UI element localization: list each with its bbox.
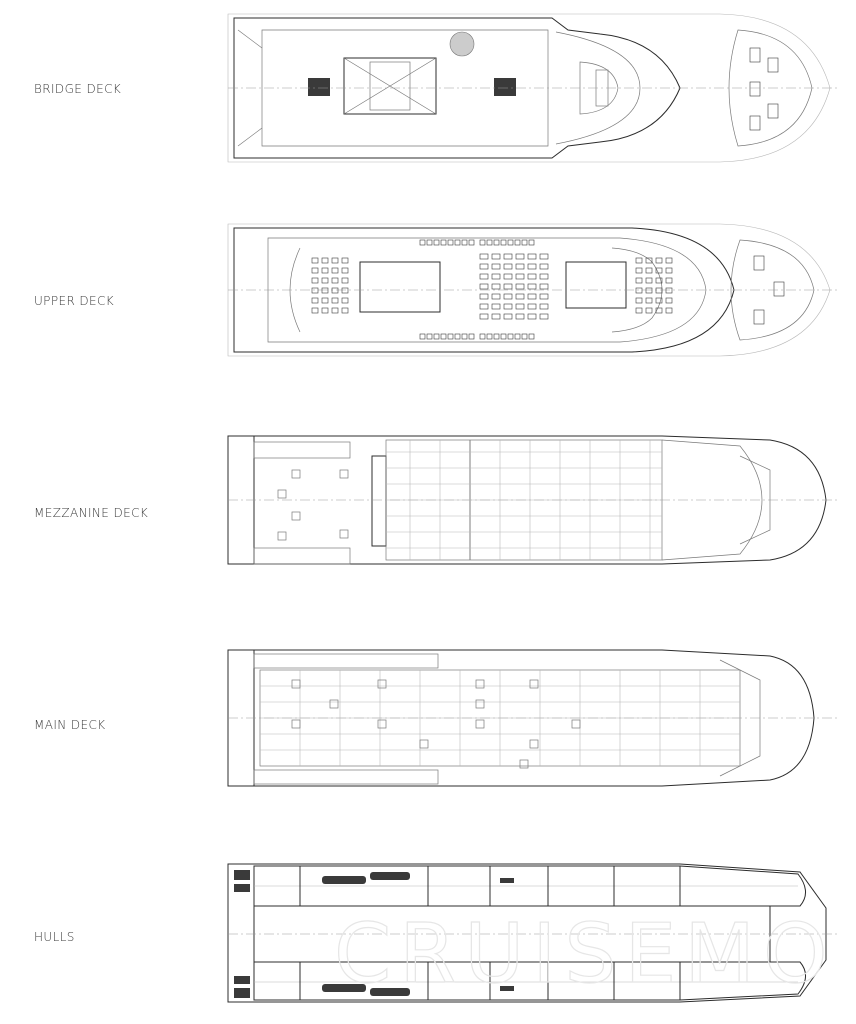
watermark-text: CRUISEMO — [334, 907, 836, 1002]
deck-label-main: MAIN DECK — [34, 718, 106, 732]
bridge-deck-plan — [227, 13, 840, 163]
upper-deck-seats — [311, 239, 673, 340]
hulls-bulkheads — [299, 866, 681, 1000]
engines — [234, 870, 514, 998]
upper-deck-plan — [227, 223, 840, 357]
mezzanine-deck-grid — [277, 440, 662, 560]
deck-label-mezzanine: MEZZANINE DECK — [34, 506, 149, 520]
deck-label-upper: UPPER DECK — [34, 294, 115, 308]
hulls-plan — [227, 863, 840, 1003]
deck-label-hulls: HULLS — [34, 930, 75, 944]
main-deck-grid — [260, 670, 740, 769]
deck-label-bridge: BRIDGE DECK — [34, 82, 122, 96]
